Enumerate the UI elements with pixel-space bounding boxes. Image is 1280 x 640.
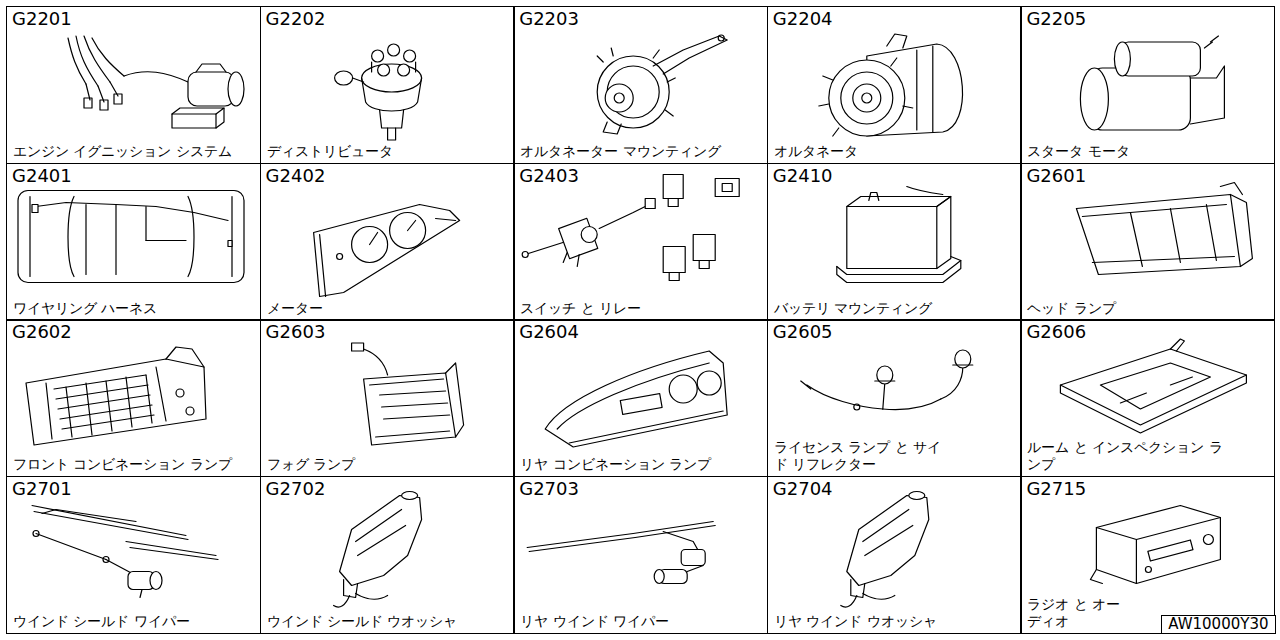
part-name: エンジン イグニッション システム [13,143,232,160]
rear-washer-drawing [841,492,929,608]
catalog-cell: G2205 スタータ モータ [1020,6,1275,164]
part-name: ルーム と インスペクション ランプ [1027,439,1227,473]
switch-relay-drawing [522,175,739,281]
distributor-drawing [335,44,422,140]
radio-drawing [1090,506,1220,584]
part-code: G2701 [12,478,72,500]
catalog-cell: G2604 リヤ コンビネーション ランプ [513,319,768,477]
front-combination-lamp-drawing [26,347,206,445]
part-name: ライセンス ランプ と サイド リフレクター [774,439,949,473]
rear-wiper-drawing [527,522,715,584]
part-code: G2605 [773,321,833,343]
part-code: G2202 [266,8,326,30]
starter-motor-drawing [1080,36,1224,130]
part-name: ヘッド ランプ [1027,300,1115,317]
rear-combination-lamp-drawing [545,351,727,447]
meter-drawing [314,205,460,297]
catalog-cell: G2201 エンジン イグニッション システム [6,6,261,164]
part-code: G2402 [266,165,326,187]
part-code: G2603 [266,321,326,343]
catalog-cell: G2703 リヤ ウインド ワイパー [513,476,768,634]
catalog-cell: G2401 ワイヤリング ハーネス [6,163,261,321]
drawing-number: AW10000Y30 [1161,615,1275,634]
catalog-cell: G2402 メーター [260,163,515,321]
catalog-cell: G2606 ルーム と インスペクション ランプ [1020,319,1275,477]
catalog-cell: G2203 オルタネーター マウンティング [513,6,768,164]
catalog-cell: G2605 ライセンス ランプ と サイド リフレクター [767,319,1022,477]
part-name: ウインド シールド ウオッシャ [267,613,458,630]
wiring-harness-drawing [18,191,244,283]
part-name: フロント コンビネーション ランプ [13,456,232,473]
part-code: G2403 [519,165,579,187]
part-name: バッテリ マウンティング [774,300,932,317]
part-code: G2201 [12,8,72,30]
part-code: G2203 [519,8,579,30]
part-code: G2704 [773,478,833,500]
license-lamp-drawing [801,350,973,410]
part-code: G2601 [1026,165,1086,187]
catalog-cell: G2204 オルタネータ [767,6,1022,164]
catalog-cell: G2715 ラジオ と オーディオ [1020,476,1275,634]
part-code: G2715 [1026,478,1086,500]
catalog-cell: G2602 フロント コンビネーション ランプ [6,319,261,477]
catalog-cell: G2603 フォグ ランプ [260,319,515,477]
part-name: オルタネーター マウンティング [520,143,720,160]
catalog-cell: G2410 バッテリ マウンティング [767,163,1022,321]
catalog-cell: G2704 リヤ ウインド ウオッシャ [767,476,1022,634]
part-code: G2702 [266,478,326,500]
part-code: G2703 [519,478,579,500]
windshield-wiper-drawing [32,506,218,598]
headlamp-drawing [1076,183,1252,275]
part-name: ウインド シールド ワイパー [13,613,190,630]
part-name: フォグ ランプ [267,456,355,473]
catalog-cell: G2202 ディストリビュータ [260,6,515,164]
part-name: スイッチ と リレー [520,300,641,317]
windshield-washer-drawing [334,492,422,608]
part-name: リヤ ウインド ワイパー [520,613,669,630]
part-name: ワイヤリング ハーネス [13,300,157,317]
catalog-cell: G2702 ウインド シールド ウオッシャ [260,476,515,634]
part-name: オルタネータ [774,143,858,160]
part-code: G2205 [1026,8,1086,30]
catalog-cell: G2601 ヘッド ランプ [1020,163,1275,321]
part-name: メーター [267,300,323,317]
part-code: G2604 [519,321,579,343]
fog-lamp-drawing [352,343,464,445]
part-name: ディストリビュータ [267,143,393,160]
part-name: ラジオ と オーディオ [1027,596,1127,630]
part-code: G2204 [773,8,833,30]
part-code: G2401 [12,165,72,187]
alternator-drawing [819,34,963,136]
catalog-cell: G2403 スイッチ と リレー [513,163,768,321]
ignition-system-drawing [68,36,244,128]
room-lamp-drawing [1060,339,1246,433]
battery-drawing [837,187,961,283]
part-code: G2606 [1026,321,1086,343]
part-name: リヤ コンビネーション ランプ [520,456,711,473]
alternator-mounting-drawing [597,35,727,134]
catalog-cell: G2701 ウインド シールド ワイパー [6,476,261,634]
part-code: G2602 [12,321,72,343]
part-name: スタータ モータ [1027,143,1129,160]
part-name: リヤ ウインド ウオッシャ [774,613,937,630]
part-code: G2410 [773,165,833,187]
